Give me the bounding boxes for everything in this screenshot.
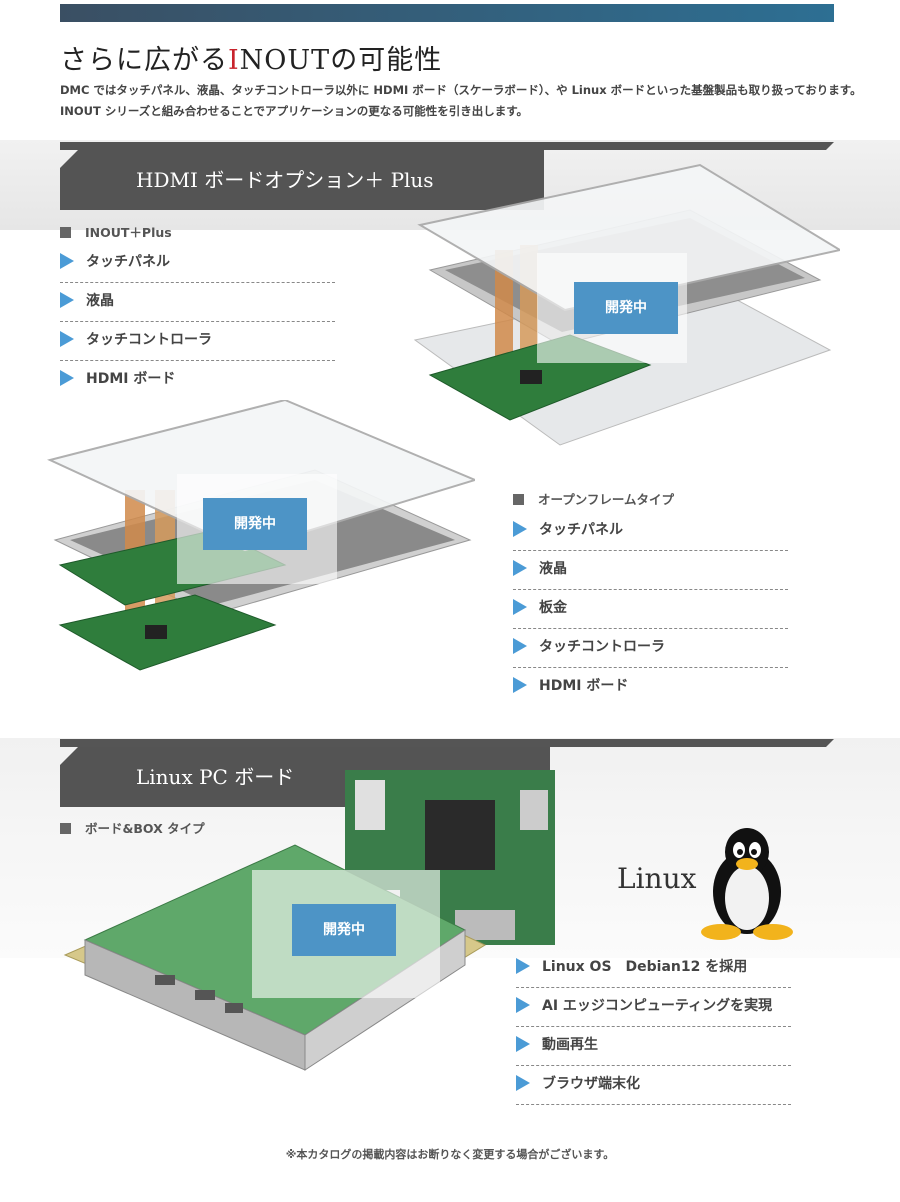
feature-row: タッチコントローラ: [513, 629, 788, 668]
triangle-bullet-icon: [513, 638, 527, 654]
triangle-bullet-icon: [516, 1036, 530, 1052]
triangle-bullet-icon: [513, 677, 527, 693]
triangle-bullet-icon: [60, 331, 74, 347]
feature-row: タッチコントローラ: [60, 322, 335, 361]
triangle-bullet-icon: [516, 1075, 530, 1091]
feature-row: タッチパネル: [513, 512, 788, 551]
feature-row: HDMI ボード: [513, 668, 788, 707]
top-accent-bar: [60, 4, 834, 22]
triangle-bullet-icon: [60, 370, 74, 386]
feature-row: 液晶: [60, 283, 335, 322]
feature-row: 液晶: [513, 551, 788, 590]
tux-penguin-icon: [701, 828, 793, 940]
open-frame-feature-list: タッチパネル 液晶 板金 タッチコントローラ HDMI ボード: [513, 512, 788, 707]
feature-row: 動画再生: [516, 1027, 791, 1066]
triangle-bullet-icon: [513, 560, 527, 576]
triangle-bullet-icon: [516, 997, 530, 1013]
inout-plus-feature-list: タッチパネル 液晶 タッチコントローラ HDMI ボード: [60, 244, 335, 400]
footnote: ※本カタログの掲載内容はお断りなく変更する場合がございます。: [285, 1148, 615, 1161]
in-development-badge: 開発中: [292, 904, 396, 956]
feature-row: 板金: [513, 590, 788, 629]
linux-logo-text: Linux: [617, 862, 697, 895]
feature-row: HDMI ボード: [60, 361, 335, 400]
linux-feature-list: Linux OS Debian12 を採用 AI エッジコンピューティングを実現…: [516, 949, 791, 1105]
linux-section-header-strip: [60, 739, 834, 747]
page-title: さらに広がるINOUTの可能性: [60, 45, 443, 76]
triangle-bullet-icon: [60, 253, 74, 269]
triangle-bullet-icon: [513, 599, 527, 615]
inout-plus-label: INOUT＋Plus: [60, 222, 172, 241]
intro-line-2: INOUT シリーズと組み合わせることでアプリケーションの更なる可能性を引き出し…: [60, 104, 529, 118]
in-development-badge: 開発中: [203, 498, 307, 550]
triangle-bullet-icon: [513, 521, 527, 537]
intro-line-1: DMC ではタッチパネル、液晶、タッチコントローラ以外に HDMI ボード（スケ…: [60, 83, 862, 97]
hdmi-section-header-strip: [60, 142, 834, 150]
board-box-label: ボード&BOX タイプ: [60, 818, 205, 837]
hdmi-section-header: HDMI ボードオプション＋ Plus: [60, 150, 544, 210]
feature-row: ブラウザ端末化: [516, 1066, 791, 1105]
triangle-bullet-icon: [60, 292, 74, 308]
intro-text: DMC ではタッチパネル、液晶、タッチコントローラ以外に HDMI ボード（スケ…: [60, 80, 862, 122]
feature-row: AI エッジコンピューティングを実現: [516, 988, 791, 1027]
feature-row: Linux OS Debian12 を採用: [516, 949, 791, 988]
linux-section-header: Linux PC ボード: [60, 747, 550, 807]
in-development-badge: 開発中: [574, 282, 678, 334]
open-frame-label: オープンフレームタイプ: [513, 489, 674, 508]
triangle-bullet-icon: [516, 958, 530, 974]
feature-row: タッチパネル: [60, 244, 335, 283]
